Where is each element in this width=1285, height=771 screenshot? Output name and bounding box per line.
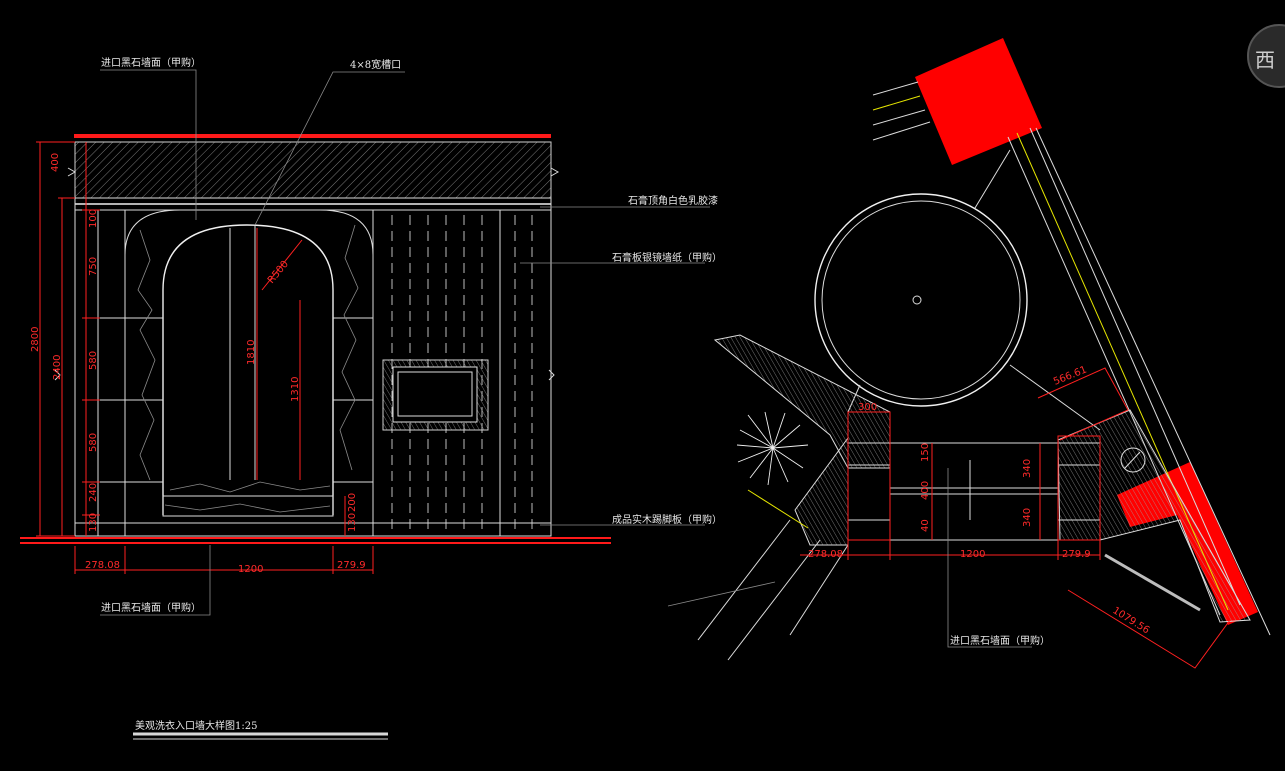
plan-dim-inner-1: 400 — [920, 481, 931, 500]
elevation-bottom-dims — [74, 546, 374, 574]
dim-left-2: 750 — [88, 257, 99, 276]
plan-dim-top-0: 300 — [858, 402, 877, 413]
label-right-bottom: 成品实木踢脚板（甲购） — [612, 513, 722, 526]
drawing-title: 美观洗衣入口墙大样图1:25 — [133, 719, 388, 740]
soffit-hatch — [74, 141, 552, 199]
plan-dim-bottom-0: 278.08 — [808, 549, 843, 560]
plan-dim-bottom-2: 279.9 — [1062, 549, 1091, 560]
tv-icon — [382, 359, 489, 431]
elevation-view: 400 100 750 580 580 240 130 2800 2400 18… — [20, 56, 722, 616]
dim-right-small-1: 130 — [347, 513, 358, 532]
wall-outline — [74, 197, 552, 537]
plan-dim-inner-4: 340 — [1022, 508, 1033, 527]
label-top-left: 进口黑石墙面（甲购） — [101, 56, 201, 69]
dim-total-0: 2800 — [30, 327, 41, 352]
plan-dim-diag: 1079.56 — [1110, 605, 1151, 636]
badge-char: 西 — [1255, 48, 1275, 72]
label-right-2: 石膏板银镜墙纸（甲购） — [612, 251, 722, 264]
dim-left-0: 400 — [50, 153, 61, 172]
arch-outline — [162, 224, 334, 515]
label-right-1: 石膏顶角白色乳胶漆 — [628, 194, 718, 207]
dim-right-small-0: 200 — [347, 493, 358, 512]
dim-radius: R500 — [266, 259, 291, 286]
label-top-center: 4×8宽槽口 — [350, 58, 401, 71]
dim-inner-0: 1810 — [246, 340, 257, 365]
dim-bottom-0: 278.08 — [85, 560, 120, 571]
dim-inner-1: 1310 — [290, 377, 301, 402]
plan-dim-inner-0: 150 — [920, 443, 931, 462]
plant-icon — [736, 411, 809, 486]
plan-dim-inner-2: 40 — [920, 519, 931, 532]
dim-left-5: 240 — [88, 483, 99, 502]
dim-left-3: 580 — [88, 351, 99, 370]
dim-bottom-1: 1200 — [238, 564, 263, 575]
dim-left-1: 100 — [88, 209, 99, 228]
elevation-left-dims — [36, 141, 100, 537]
stripe-panel — [391, 215, 533, 530]
plan-dim-top-1: 566.61 — [1052, 364, 1089, 387]
plan-dim-bottom-1: 1200 — [960, 549, 985, 560]
plan-dim-inner-3: 340 — [1022, 459, 1033, 478]
leaders — [100, 69, 710, 616]
dim-total-1: 2400 — [52, 355, 63, 380]
round-table — [814, 193, 1028, 407]
dim-left-4: 580 — [88, 433, 99, 452]
plan-bottom-dims — [800, 540, 1101, 560]
dim-bottom-2: 279.9 — [337, 560, 366, 571]
dim-left-6: 130 — [88, 513, 99, 532]
plan-view: 300 566.61 150 400 40 340 340 278.08 120… — [667, 38, 1271, 669]
title-text: 美观洗衣入口墙大样图1:25 — [135, 719, 257, 732]
red-column-top — [915, 38, 1042, 165]
label-bottom: 进口黑石墙面（甲购） — [101, 601, 201, 614]
plan-label-bottom: 进口黑石墙面（甲购） — [950, 634, 1050, 647]
